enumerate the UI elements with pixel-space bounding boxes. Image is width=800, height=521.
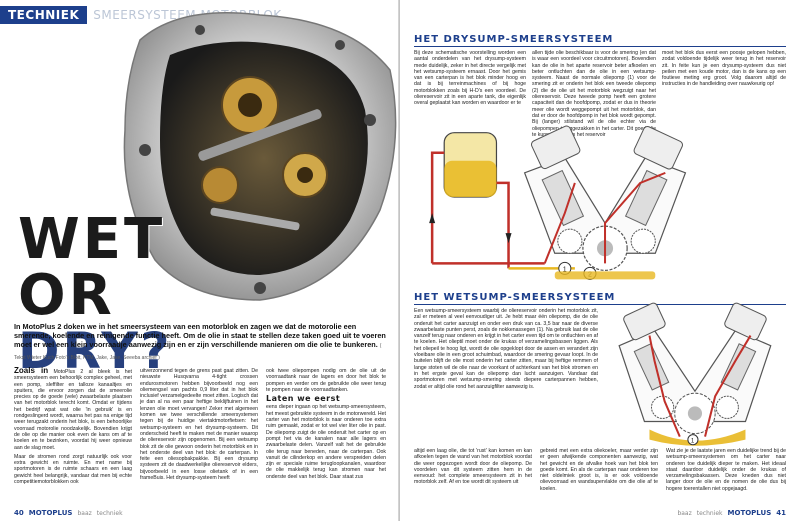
wetsump-diagram: 1 bbox=[618, 302, 772, 446]
column-paragraph: Bij deze schematische voorstelling worde… bbox=[414, 50, 526, 107]
intro-credit: ( Tekst Wieter Kuch Foto's Bloit, KTM, J… bbox=[14, 343, 382, 361]
footer-section: techniek bbox=[696, 509, 723, 517]
footer-brand: MOTOPLUS bbox=[727, 509, 772, 517]
drysump-column-1: Bij deze schematische voorstelling worde… bbox=[414, 50, 526, 110]
wetsump-rule bbox=[414, 304, 786, 305]
body-column-right-3: Wat zie je de laatste jaren een duidelij… bbox=[666, 448, 786, 495]
column-paragraph: eens dieper ingaan op het wetsump-smeers… bbox=[266, 404, 386, 480]
page-number: 41 bbox=[776, 509, 786, 517]
page-number: 40 bbox=[14, 509, 24, 517]
column-paragraph: altijd een laag olie, die tot 'rust' kan… bbox=[414, 448, 532, 486]
title-word-dry: DRY? bbox=[18, 322, 173, 380]
left-page: TECHNIEK SMEERSYSTEEM MOTORBLOK bbox=[0, 6, 397, 517]
intro-text: In MotoPlus 2 doken we in het smeersyste… bbox=[14, 322, 386, 350]
column-paragraph: Wat zie je de laatste jaren een duidelij… bbox=[666, 448, 786, 492]
engine-block-photo bbox=[123, 12, 397, 301]
column-subheading: Laten we eerst bbox=[266, 394, 341, 404]
wetsump-column-1: Een wetsump-smeersysteem waarbij de olie… bbox=[414, 308, 598, 393]
article-intro: In MotoPlus 2 doken we in het smeersyste… bbox=[14, 322, 392, 363]
body-column-right-2: gebreid met een extra oliekoeler, maar v… bbox=[540, 448, 658, 495]
svg-text:1: 1 bbox=[691, 439, 695, 445]
drysump-rule bbox=[414, 46, 786, 47]
right-page: HET DRYSUMP-SMEERSYSTEEM Bij deze schema… bbox=[400, 0, 800, 521]
category-tag: TECHNIEK bbox=[0, 6, 88, 24]
drysump-column-3: moet het blok dus eerst een poosje gelop… bbox=[662, 50, 786, 91]
column-paragraph: allen tijde olie beschikbaar is voor de … bbox=[532, 50, 656, 138]
footer-issue: baaz bbox=[677, 509, 692, 517]
body-column-2: uitverzonnend tegen de grens past gaat z… bbox=[140, 368, 258, 484]
wetsump-heading: HET WETSUMP-SMEERSYSTEEM bbox=[414, 292, 616, 303]
footer-issue: baaz bbox=[77, 509, 92, 517]
title-word-wet: WET bbox=[18, 207, 166, 272]
column-paragraph: Een wetsump-smeersysteem waarbij de olie… bbox=[414, 308, 598, 390]
drysump-heading: HET DRYSUMP-SMEERSYSTEEM bbox=[414, 34, 614, 45]
column-paragraph: gebreid met een extra oliekoeler, maar v… bbox=[540, 448, 658, 492]
body-column-1: Zoals in MotoPlus 2 al bleek is het smee… bbox=[14, 366, 132, 488]
footer-brand: MOTOPLUS bbox=[28, 509, 73, 517]
column-paragraph: moet het blok dus eerst een poosje gelop… bbox=[662, 50, 786, 88]
column-lead: Zoals in bbox=[14, 366, 49, 375]
body-column-3: ook twee oliepompen nodig om de olie uit… bbox=[266, 368, 386, 483]
footer-left: 40 MOTOPLUS baaz techniek bbox=[14, 509, 123, 517]
column-paragraph: Maar de stromen rond zorgt natuurlijk oo… bbox=[14, 453, 132, 486]
svg-text:1: 1 bbox=[563, 266, 567, 273]
column-paragraph: ook twee oliepompen nodig om de olie uit… bbox=[266, 368, 386, 393]
drysump-column-2: allen tijde olie beschikbaar is voor de … bbox=[532, 50, 656, 141]
drysump-diagram: 1 2 bbox=[429, 125, 687, 280]
column-paragraph: MotoPlus 2 al bleek is het smeersysteem … bbox=[14, 369, 132, 451]
body-column-right-1: altijd een laag olie, die tot 'rust' kan… bbox=[414, 448, 532, 489]
column-paragraph: uitverzonnend tegen de grens past gaat z… bbox=[140, 368, 258, 482]
title-word-or: OR bbox=[18, 263, 115, 328]
footer-right: baaz techniek MOTOPLUS 41 bbox=[677, 509, 786, 517]
footer-section: techniek bbox=[96, 509, 123, 517]
